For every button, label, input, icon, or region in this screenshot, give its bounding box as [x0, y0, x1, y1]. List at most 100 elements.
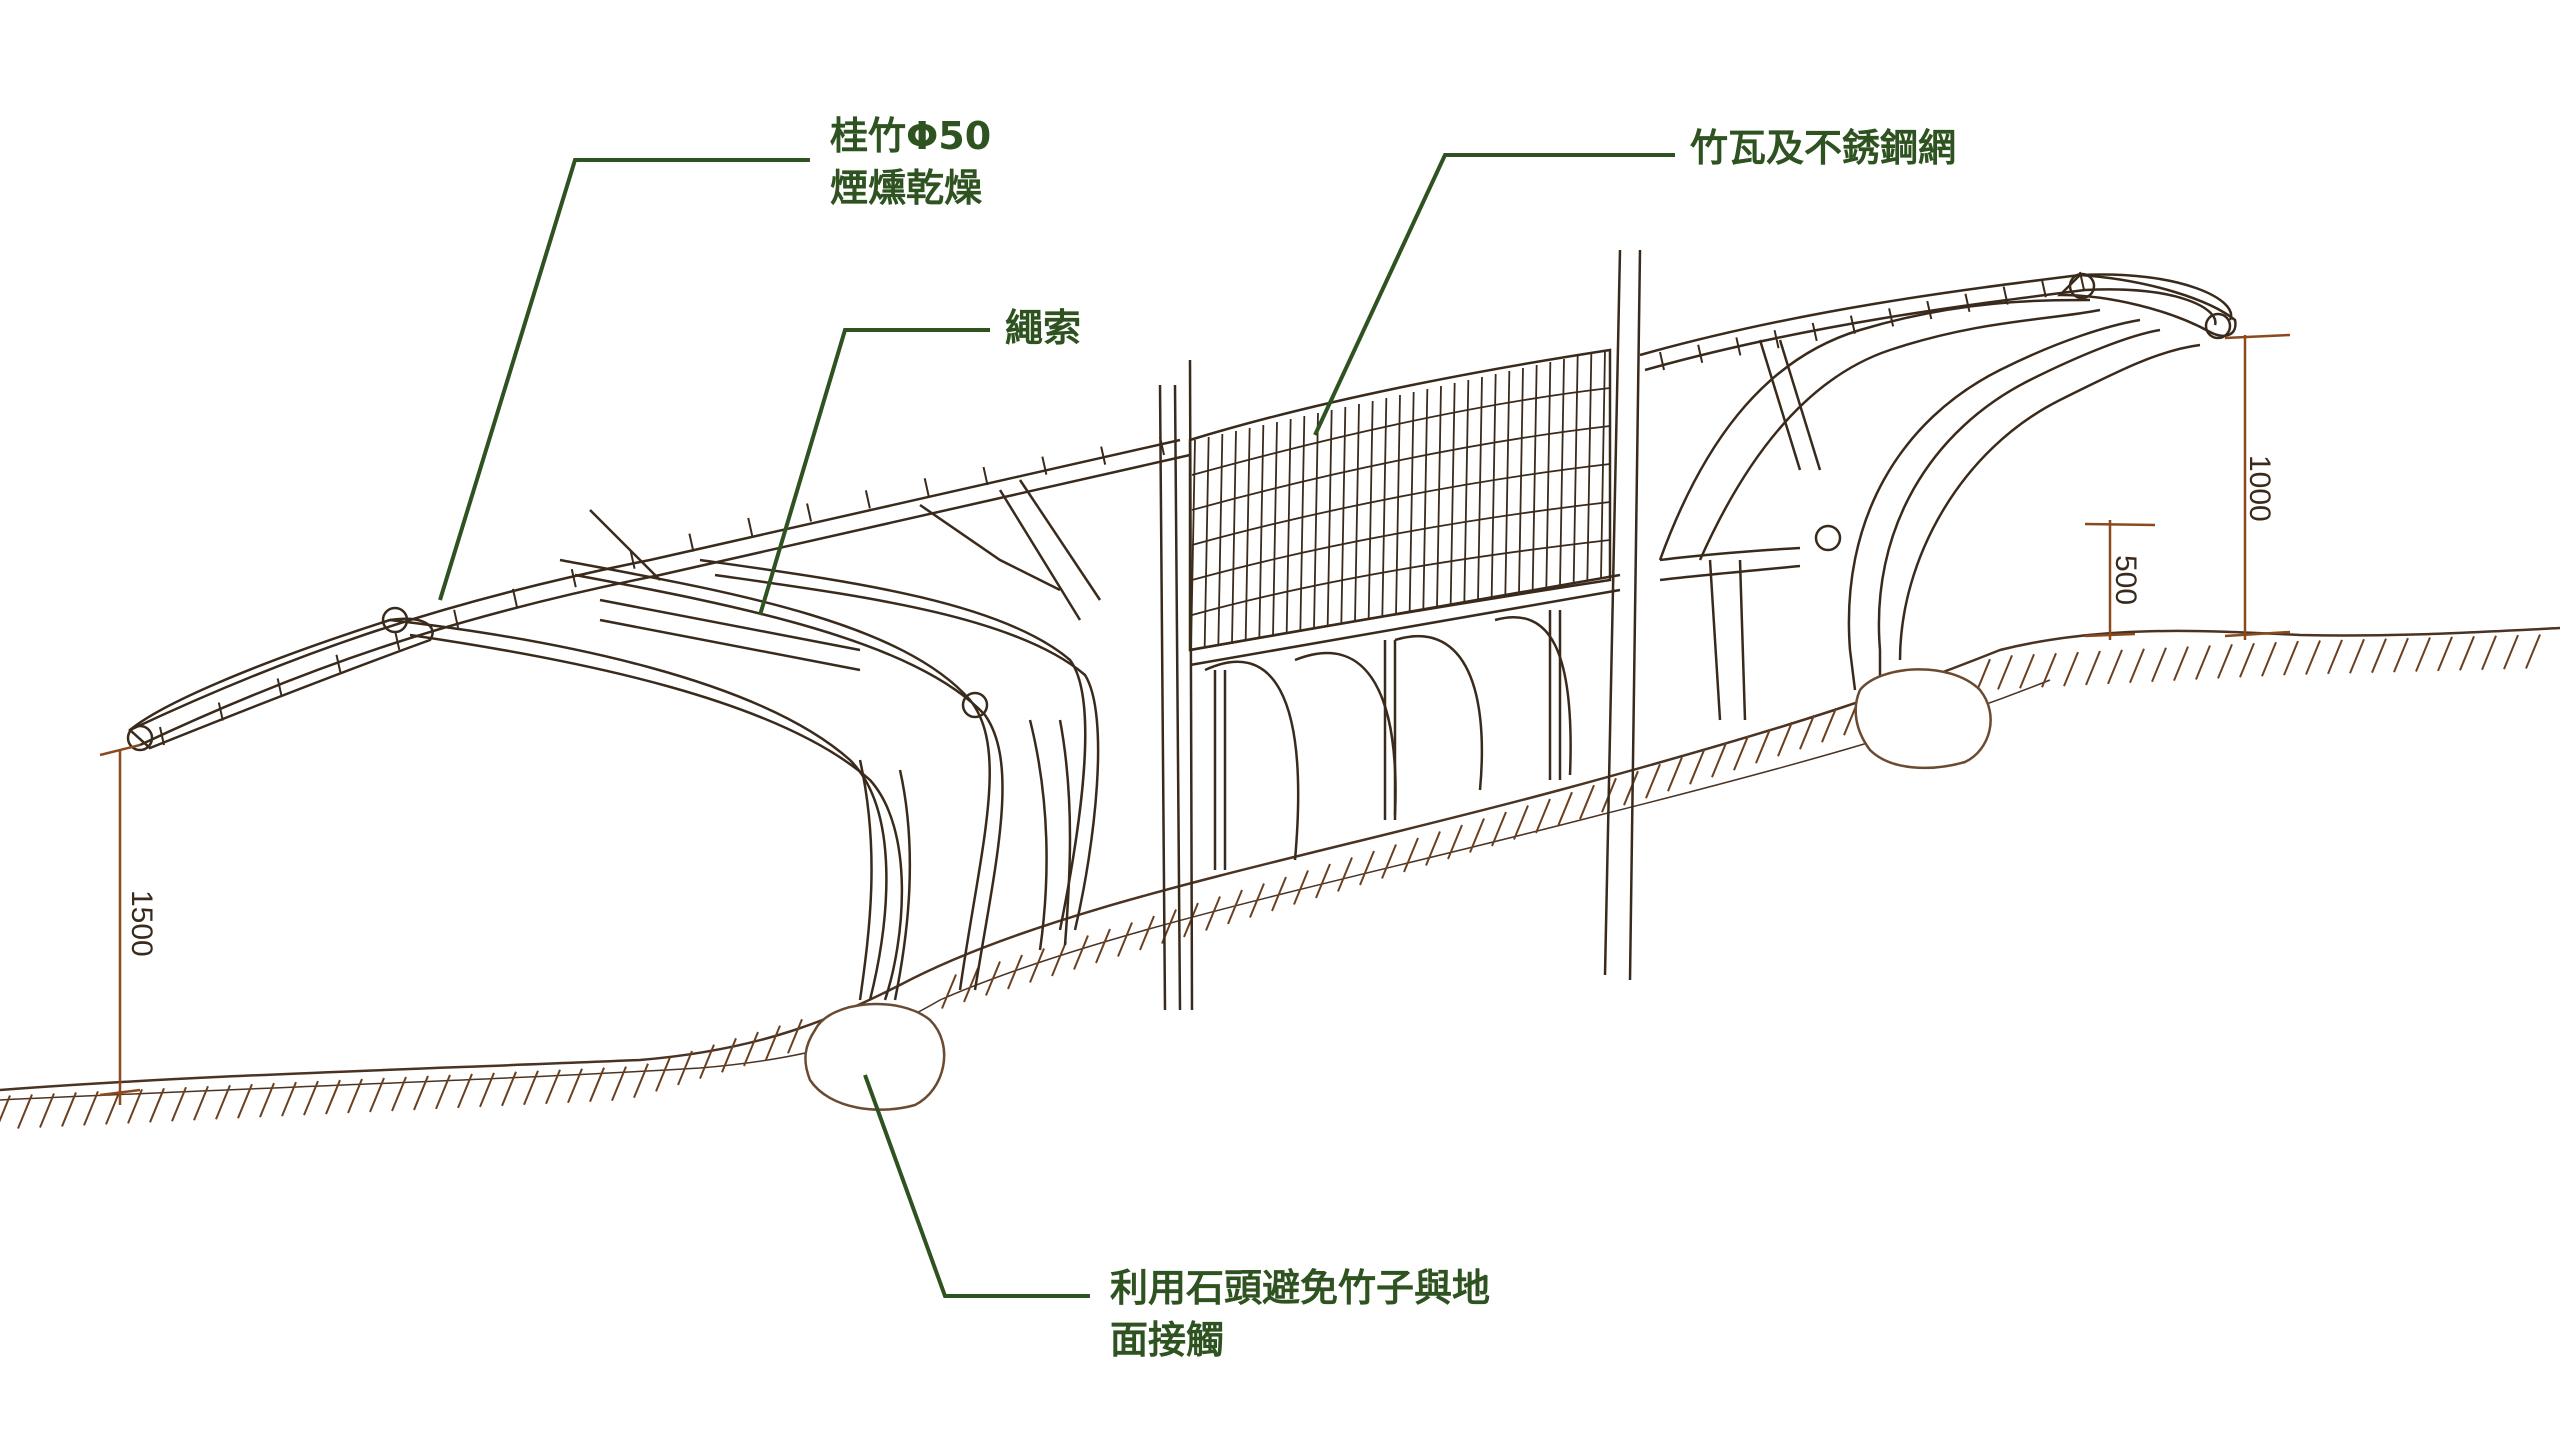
bamboo-node [335, 654, 342, 673]
dim-left-tick-top [99, 743, 141, 757]
arch-rib [699, 558, 1087, 931]
bamboo-node [1811, 322, 1818, 342]
arch-rib [1658, 298, 2091, 561]
brace [1659, 546, 1801, 562]
top-beam-left [129, 438, 1181, 732]
dim-right-small-tick-top [2084, 522, 2156, 527]
hatch-stroke [149, 1087, 165, 1123]
bamboo-node [688, 533, 695, 552]
hatch-stroke [237, 1083, 253, 1119]
hatch-stroke [1205, 896, 1221, 931]
hatch-stroke [325, 1079, 341, 1115]
dim-left-label: 1500 [125, 890, 158, 957]
hatch-stroke [105, 1089, 121, 1125]
hatch-stroke [1447, 824, 1463, 860]
brace [1758, 339, 1802, 471]
roof-tile-stroke [1299, 415, 1306, 631]
hatch-stroke [1337, 857, 1353, 892]
brace [1018, 479, 1102, 601]
roof-tile-stroke [1217, 433, 1224, 646]
bamboo-node [864, 490, 871, 509]
hatch-stroke [2371, 638, 2387, 674]
hatch-stroke [2283, 640, 2299, 676]
roof-tile-stroke [1272, 421, 1278, 636]
hatch-stroke [281, 1081, 297, 1117]
roof-beam [1189, 573, 1621, 652]
roof-tile-row [1191, 463, 1611, 546]
bamboo-node [1697, 344, 1704, 363]
leg [858, 759, 873, 1001]
annotation-rope: 繩索 [1005, 306, 1082, 350]
stone-right [1854, 668, 1992, 770]
bamboo-node [511, 588, 518, 608]
roof-tile-stroke [1244, 427, 1251, 641]
bamboo-node [1041, 456, 1048, 475]
tall-pole [1603, 249, 1622, 976]
leader-rope [758, 328, 990, 616]
arch-opening [1494, 615, 1572, 776]
middle-section [1158, 249, 1642, 1011]
roof-tile-stroke [1231, 430, 1237, 643]
annotation-roof: 竹瓦及不銹鋼網 [1690, 126, 1957, 170]
arch-rib [574, 573, 1004, 991]
hatch-stroke [2327, 639, 2343, 675]
hatch-stroke [765, 1025, 781, 1060]
roof-tile-stroke [1531, 364, 1538, 591]
roof-tile-stroke [1518, 367, 1524, 593]
hatch-stroke [677, 1050, 693, 1086]
ground-line [0, 626, 2560, 1092]
hatch-stroke [1249, 883, 1265, 918]
hatch-stroke [567, 1068, 583, 1104]
bamboo-node [394, 631, 401, 651]
bamboo-node [453, 609, 460, 629]
hatch-stroke [2459, 635, 2475, 671]
hatch-stroke [545, 1069, 561, 1105]
brace [998, 489, 1082, 621]
brace [1778, 339, 1822, 471]
dim-right-tick-top [2224, 333, 2291, 340]
bamboo-node [1849, 315, 1856, 334]
stones [804, 668, 1992, 1111]
hatch-stroke [787, 1018, 803, 1054]
hatch-stroke [479, 1072, 495, 1108]
hatch-stroke [941, 974, 957, 1009]
hatch-stroke [2019, 653, 2035, 689]
hatch-stroke [2173, 646, 2189, 681]
hatch-stroke [1227, 889, 1243, 925]
dimension-lines [99, 333, 2291, 1105]
arch-rib [559, 558, 991, 991]
ground-hatching [0, 634, 2541, 1129]
top-beam-right [1639, 273, 2233, 357]
bamboo-node [1888, 308, 1895, 327]
hatch-stroke [347, 1078, 363, 1114]
hatch-stroke [633, 1063, 649, 1099]
hatch-stroke [17, 1094, 33, 1129]
hatch-stroke [303, 1080, 319, 1116]
hatch-stroke [1381, 844, 1397, 879]
hatch-stroke [1821, 707, 1837, 743]
hatch-stroke [2503, 634, 2519, 670]
hatch-stroke [259, 1082, 275, 1118]
hatch-stroke [985, 961, 1001, 996]
leg [1028, 719, 1048, 951]
arch-rib [409, 633, 904, 1001]
stone-left [804, 1002, 946, 1111]
roof-tile-stroke [1367, 400, 1374, 619]
hatch-stroke [2305, 640, 2321, 675]
roof-tile-row [1191, 387, 1611, 476]
hatch-stroke [1359, 850, 1375, 886]
hatch-stroke [1293, 870, 1309, 905]
bamboo-node [1926, 300, 1933, 320]
hatch-stroke [83, 1091, 99, 1126]
hatch-stroke [2239, 642, 2255, 678]
annotation-bamboo-line2: 煙燻乾燥 [830, 166, 983, 210]
roof-tile-row [1191, 425, 1611, 511]
leg [1708, 559, 1722, 721]
hatch-stroke [963, 967, 979, 1003]
ground-line-second [0, 679, 2051, 1101]
hatch-stroke [1271, 876, 1287, 912]
top-beam-left-b [139, 453, 1191, 747]
hatch-stroke [2107, 649, 2123, 685]
